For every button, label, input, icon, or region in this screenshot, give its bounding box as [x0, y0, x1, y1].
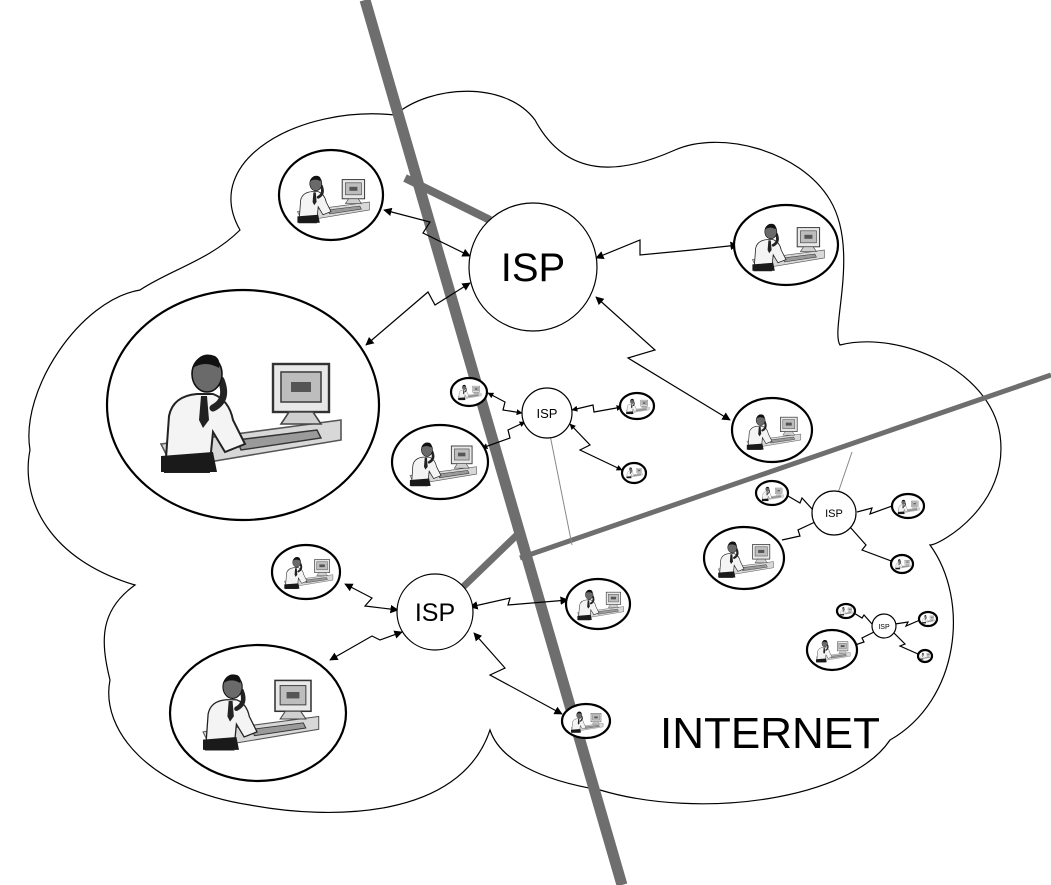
user-right-2 — [890, 492, 926, 520]
link-top-isp-user-tl — [383, 207, 471, 257]
link-top-isp-user-br — [595, 296, 731, 421]
link-mid-isp-u4 — [569, 423, 623, 471]
link-tiny-isp-u1 — [853, 612, 873, 625]
isp-node-right: ISP — [811, 490, 857, 536]
mini-cluster-link-b — [837, 451, 853, 494]
isp-node-middle: ISP — [521, 387, 573, 439]
user-mid-right — [730, 396, 814, 464]
mini-cluster-link-a — [546, 419, 573, 546]
internet-label: INTERNET — [660, 709, 880, 758]
isp-connections — [329, 207, 921, 715]
user-tiny-4 — [916, 648, 934, 664]
user-right-1 — [754, 479, 790, 507]
user-large — [105, 288, 381, 522]
link-mid-isp-u2 — [571, 404, 623, 413]
backbone-trunk-right — [519, 372, 1051, 561]
user-tiny-3 — [805, 628, 859, 672]
user-bot-right — [564, 577, 632, 631]
link-bot-isp-user-bl — [329, 630, 403, 661]
isp-label-far-right: ISP — [878, 624, 890, 631]
link-right-isp-u3 — [781, 521, 816, 541]
isp-label-top: ISP — [501, 246, 565, 290]
user-top-right — [732, 203, 840, 287]
user-top-left — [277, 148, 385, 242]
link-mid-isp-u1 — [487, 392, 523, 416]
user-workstations — [105, 148, 939, 783]
isp-node-bottom: ISP — [396, 573, 474, 651]
link-mid-isp-u3 — [481, 421, 526, 450]
user-tiny-2 — [917, 610, 939, 628]
link-bot-isp-user-br — [473, 632, 563, 715]
user-right-4 — [889, 553, 915, 575]
isp-label-bottom: ISP — [415, 599, 455, 627]
link-right-isp-u1 — [787, 495, 814, 511]
isp-node-top: ISP — [468, 202, 598, 332]
link-tiny-isp-u4 — [892, 631, 919, 655]
link-tiny-isp-u3 — [851, 631, 875, 647]
backbone-trunk-branch-bottom — [459, 529, 523, 591]
link-bot-isp-user-tl — [344, 583, 399, 614]
user-mini-1 — [449, 376, 489, 408]
link-right-isp-u2 — [856, 505, 893, 515]
link-top-isp-user-large — [365, 282, 471, 346]
user-bot-top-left — [270, 543, 342, 601]
user-mini-3 — [620, 461, 648, 485]
user-bot-left — [168, 643, 348, 783]
isp-node-far-right: ISP — [871, 613, 897, 639]
isp-label-middle: ISP — [537, 406, 558, 421]
user-right-3 — [702, 525, 786, 591]
user-bot-bottom — [560, 702, 612, 740]
user-mini-2 — [618, 391, 656, 421]
user-tiny-1 — [835, 602, 857, 620]
link-tiny-isp-u2 — [894, 619, 921, 628]
link-right-isp-u4 — [849, 526, 895, 563]
link-top-isp-user-right — [595, 239, 739, 260]
backbone-trunk-branch-top — [403, 174, 492, 224]
link-bot-isp-user-right — [469, 596, 569, 610]
user-mid-left — [390, 423, 490, 501]
isp-label-right: ISP — [825, 508, 843, 520]
